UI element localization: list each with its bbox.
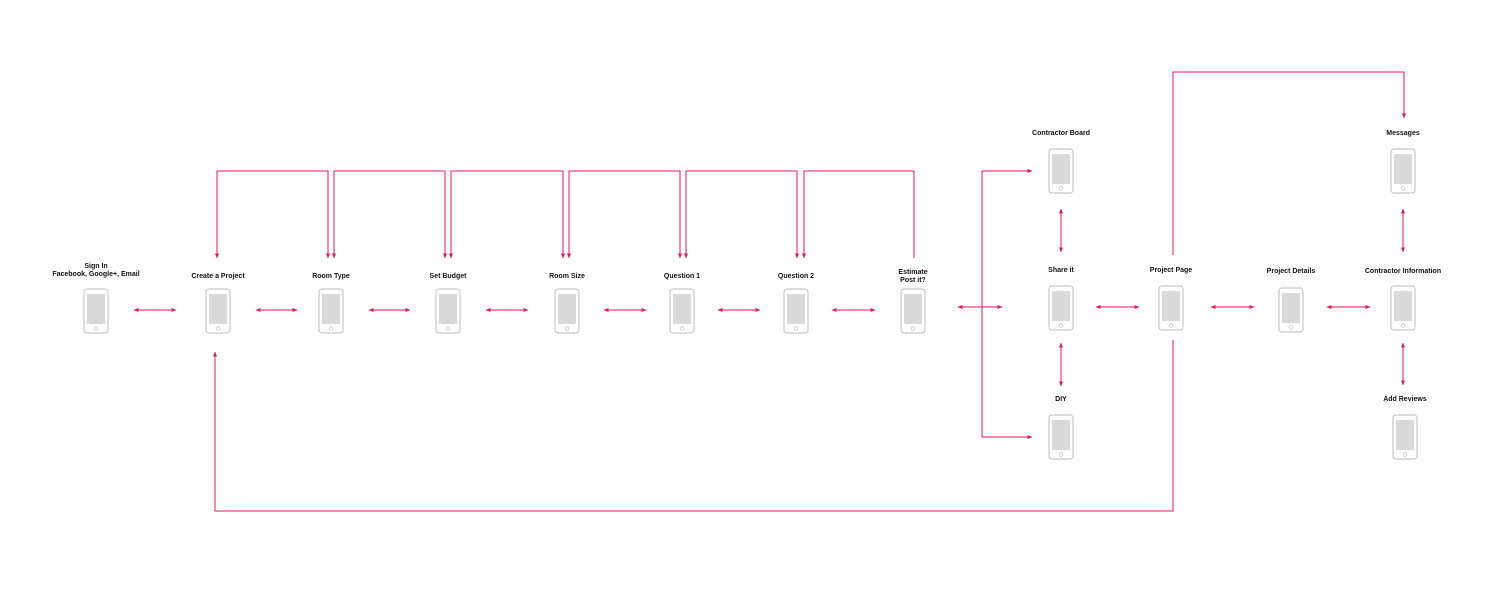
smartphone-icon [83,288,109,334]
connector-arrow [1172,71,1406,255]
smartphone-icon [1048,148,1074,194]
screen-messages [1390,148,1416,194]
screen-add-reviews [1392,414,1418,460]
smartphone-icon [1390,285,1416,331]
smartphone-icon [669,288,695,334]
screen-label-set-budget: Set Budget [430,273,468,280]
screen-label-create-project: Create a Project [191,273,245,280]
connector-arrow [215,170,330,259]
screen-label-add-reviews: Add Reviews [1383,396,1427,403]
screen-create-project [205,288,231,334]
screen-contractor-information [1390,285,1416,331]
connectors [133,71,1406,512]
screen-label-sign-in: Sign In [84,263,107,270]
screen-label-room-size: Room Size [549,273,585,280]
screen-label-room-type: Room Type [312,273,350,280]
screen-question-1 [669,288,695,334]
screen-room-size [554,288,580,334]
smartphone-icon [783,288,809,334]
screen-question-2 [783,288,809,334]
smartphone-icon [900,288,926,334]
screen-project-page [1158,285,1184,331]
smartphone-icon [1048,285,1074,331]
screen-label-estimate: Estimate [898,269,927,276]
smartphone-icon [205,288,231,334]
screen-contractor-board [1048,148,1074,194]
connector-arrow [449,170,565,259]
screen-label-project-page: Project Page [1150,267,1193,274]
screen-label-question-2: Question 2 [778,273,814,280]
screen-share-it [1048,285,1074,331]
screen-label-question-1: Question 1 [664,273,700,280]
screen-sign-in [83,288,109,334]
screen-project-details [1278,287,1304,333]
connector-arrow [981,169,1033,307]
connector-arrow [332,170,447,259]
connector-arrow [684,170,799,259]
smartphone-icon [1390,148,1416,194]
connector-arrow [567,170,682,259]
smartphone-icon [1392,414,1418,460]
screen-label-project-details: Project Details [1267,268,1316,275]
screen-label-messages: Messages [1386,130,1420,137]
smartphone-icon [1158,285,1184,331]
smartphone-icon [435,288,461,334]
connector-arrow [981,307,1033,439]
smartphone-icon [1048,414,1074,460]
connector-arrow [213,340,1174,512]
screen-label-estimate: Post it? [900,277,926,284]
screen-label-contractor-information: Contractor Information [1365,268,1441,275]
smartphone-icon [554,288,580,334]
smartphone-icon [318,288,344,334]
screen-set-budget [435,288,461,334]
screen-label-diy: DIY [1055,396,1067,403]
screen-label-share-it: Share it [1048,267,1074,274]
screen-room-type [318,288,344,334]
screen-diy [1048,414,1074,460]
connector-arrow [802,170,915,259]
screen-label-sign-in: Facebook, Google+, Email [52,271,139,278]
smartphone-icon [1278,287,1304,333]
screen-estimate [900,288,926,334]
screens [83,148,1418,460]
screen-label-contractor-board: Contractor Board [1032,130,1090,137]
